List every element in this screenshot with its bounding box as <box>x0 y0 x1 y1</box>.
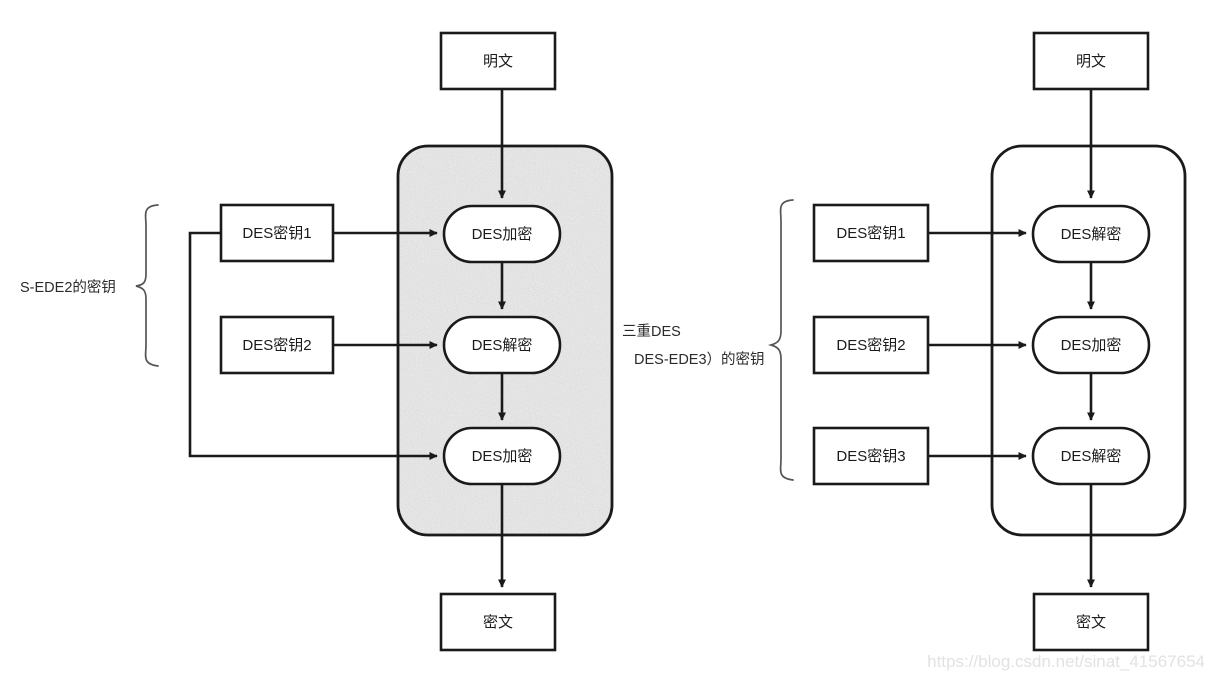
left-plaintext-box <box>439 31 557 91</box>
left-brace <box>135 204 159 367</box>
left-key-2-label: DES密钥2 <box>242 337 311 354</box>
left-stage-2-label: DES解密 <box>472 337 533 354</box>
left-stage-3-label: DES加密 <box>472 448 533 465</box>
left-ciphertext-label: 密文 <box>483 614 513 631</box>
right-stage-2-label: DES加密 <box>1061 337 1122 354</box>
right-key-2-label: DES密钥2 <box>836 337 905 354</box>
left-key-box-1 <box>219 203 335 263</box>
center-label-line2: DES-EDE3）的密钥 <box>634 351 765 368</box>
watermark-label: https://blog.csdn.net/sinat_41567654 <box>927 652 1205 671</box>
left-brace-label: S-EDE2的密钥 <box>20 279 116 296</box>
right-plaintext-box <box>1032 31 1150 91</box>
right-stage-1-label: DES解密 <box>1061 226 1122 243</box>
right-stage-3-label: DES解密 <box>1061 448 1122 465</box>
right-key-box-3 <box>812 426 930 486</box>
right-ciphertext-label: 密文 <box>1076 614 1106 631</box>
right-ciphertext-box <box>1032 592 1150 652</box>
left-plaintext-label: 明文 <box>483 53 513 70</box>
right-key-3-label: DES密钥3 <box>836 448 905 465</box>
right-plaintext-label: 明文 <box>1076 53 1106 70</box>
right-key-box-1 <box>812 203 930 263</box>
right-brace <box>767 199 794 481</box>
right-key-1-label: DES密钥1 <box>836 225 905 242</box>
center-label-line1: 三重DES <box>622 323 681 340</box>
left-ciphertext-box <box>439 592 557 652</box>
left-stage-1-label: DES加密 <box>472 226 533 243</box>
left-key-1-label: DES密钥1 <box>242 225 311 242</box>
left-feedback-key1-to-stage3 <box>188 231 438 460</box>
